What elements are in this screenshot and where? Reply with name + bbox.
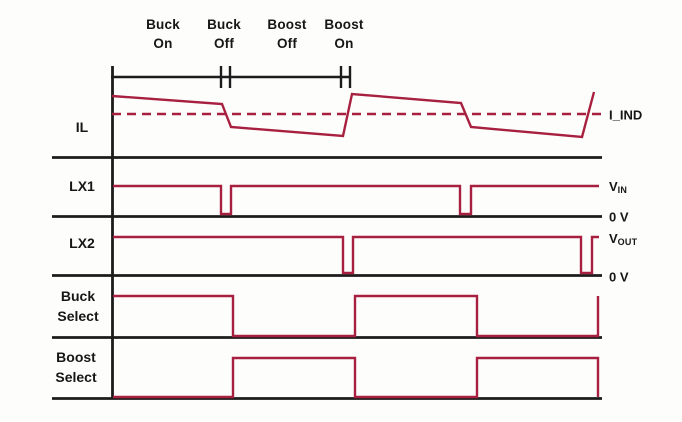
phase-label-boost-off: Boost Off [267,15,306,53]
waveform-boost_select [113,356,600,399]
label-lx1-zero: 0 V [609,209,629,225]
waveform-traces [111,91,601,399]
row-label-line: Select [57,308,99,324]
waveform-il [111,91,596,139]
waveform-lx1 [113,184,599,216]
label-vin-main: V [609,179,618,194]
label-vout: VOUT [609,231,637,247]
label-vout-sub: OUT [617,237,638,247]
phase-label-buck-off: Buck Off [207,15,241,53]
phase-label-line: Boost [267,17,307,32]
phase-label-line: On [153,36,173,51]
row-label-buck-select: Buck Select [57,286,98,326]
row-label-il: IL [75,119,89,135]
label-vin: VIN [609,179,627,195]
diagram-structure [52,66,602,400]
row-label-lx1: LX1 [69,178,95,194]
waveform-buck_select [113,294,600,338]
row-label-line: Boost [56,349,96,365]
row-label-lx2: LX2 [69,235,95,251]
phase-label-line: Boost [324,17,364,32]
phase-label-line: On [334,36,354,51]
phase-label-line: Buck [207,17,241,32]
label-vin-sub: IN [617,185,628,195]
row-label-line: Select [55,369,97,385]
phase-label-buck-on: Buck On [146,15,180,53]
waveform-lx2 [113,235,599,275]
phase-label-line: Off [213,36,235,51]
phase-label-boost-on: Boost On [324,15,363,53]
row-label-line: Buck [60,288,96,304]
label-vout-main: V [609,231,618,246]
phase-label-line: Buck [146,17,180,32]
label-i-ind: I_IND [609,107,643,123]
phase-label-line: Off [276,36,298,51]
label-lx2-zero: 0 V [609,269,629,285]
row-label-boost-select: Boost Select [55,347,96,387]
